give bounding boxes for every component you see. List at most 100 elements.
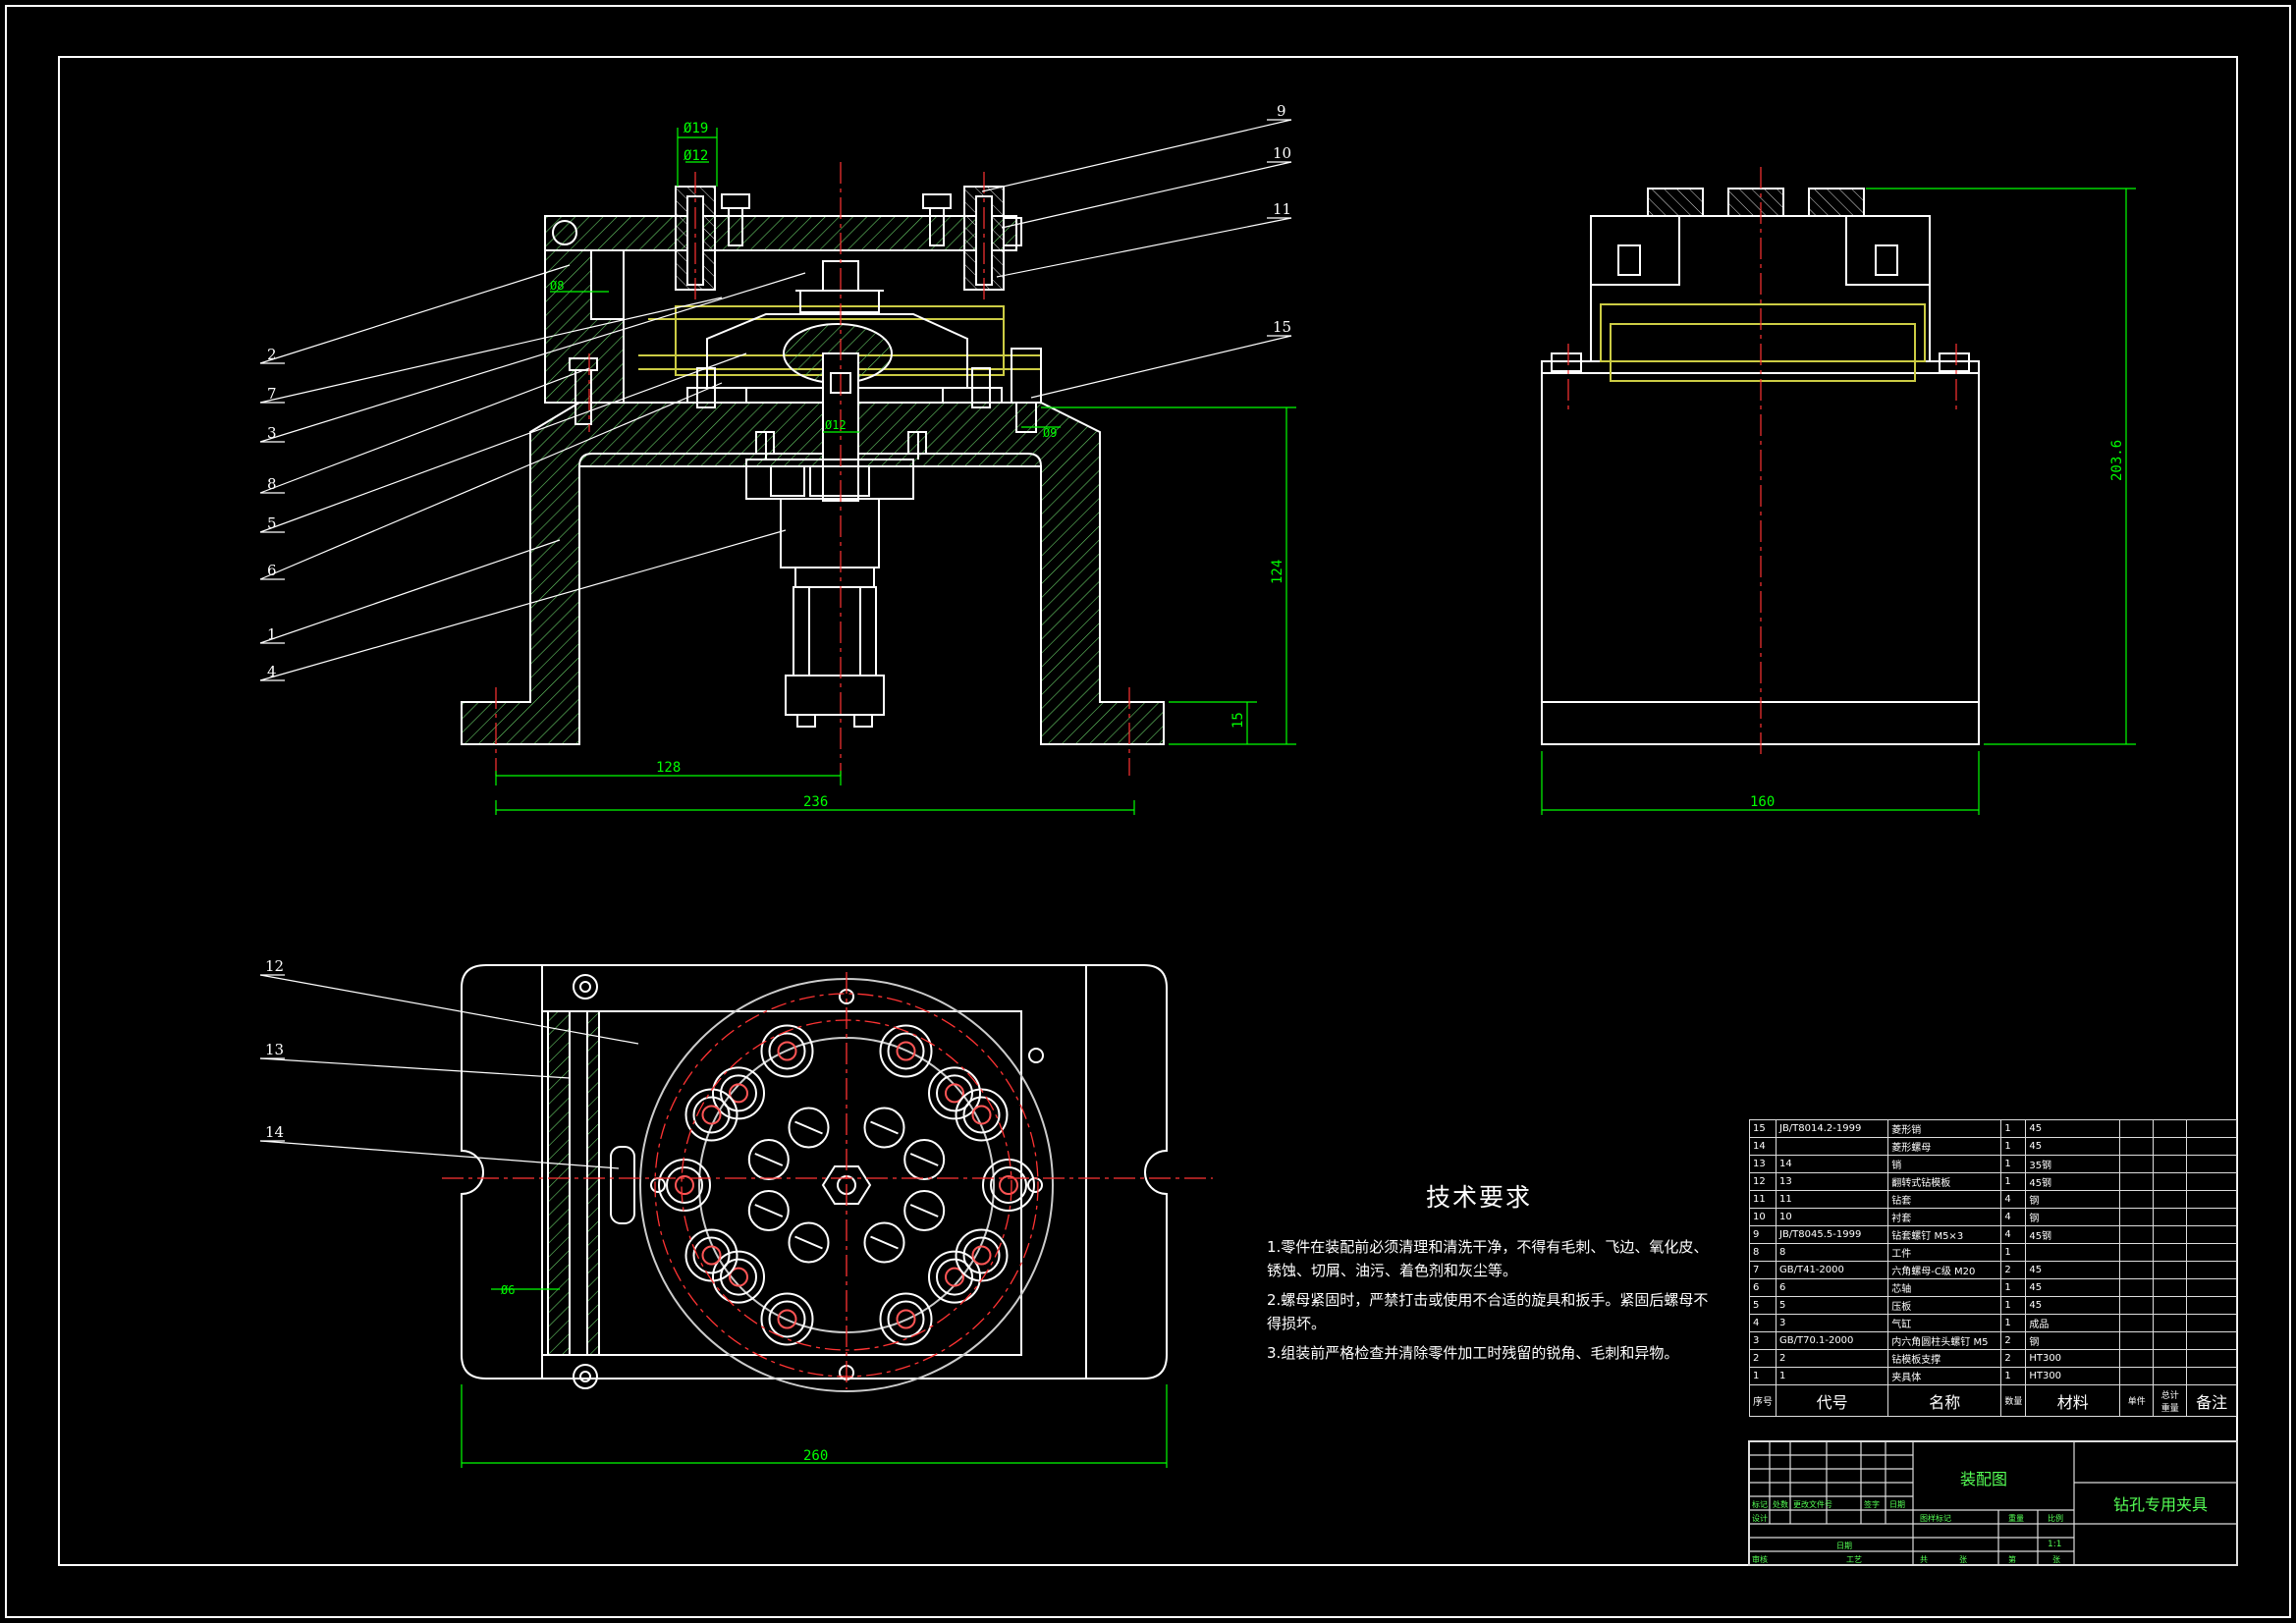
bom-cell: 4 bbox=[1749, 1314, 1777, 1332]
bom-cell: 翻转式钻模板 bbox=[1887, 1172, 2002, 1191]
bom-cell: 钻套 bbox=[1887, 1190, 2002, 1209]
clamp-screw-head bbox=[747, 1190, 790, 1231]
bom-cell bbox=[2153, 1261, 2188, 1279]
bom-cell: 3 bbox=[1775, 1314, 1889, 1332]
bom-cell: 4 bbox=[2000, 1208, 2027, 1226]
bom-cell bbox=[2119, 1225, 2155, 1244]
dimension-lines bbox=[461, 128, 2136, 1468]
bom-cell: 1 bbox=[1775, 1367, 1889, 1385]
callout-3: 3 bbox=[267, 424, 277, 442]
bom-cell bbox=[2153, 1137, 2188, 1156]
bom-cell: 工件 bbox=[1887, 1243, 2002, 1262]
bom-cell: 气缸 bbox=[1887, 1314, 2002, 1332]
bom-cell: 45 bbox=[2025, 1296, 2121, 1315]
bom-cell: HT300 bbox=[2025, 1349, 2121, 1368]
bom-cell: 2 bbox=[2000, 1261, 2027, 1279]
tech-title: 技术要求 bbox=[1426, 1183, 1533, 1212]
dim-d19: Ø19 bbox=[683, 121, 708, 136]
bom-cell: 钻套螺钉 M5×3 bbox=[1887, 1225, 2002, 1244]
dim-d12-mandrel: Ø12 bbox=[825, 418, 847, 432]
bom-cell: 1 bbox=[2000, 1172, 2027, 1191]
bom-cell: 钢 bbox=[2025, 1190, 2121, 1209]
bolt-hole bbox=[1028, 1048, 1044, 1063]
callout-11: 11 bbox=[1273, 200, 1291, 218]
dimension-texts: Ø19 Ø12 Ø8 Ø12 Ø9 Ø6 128 236 124 15 160 … bbox=[501, 121, 2125, 1464]
drill-bushing-ring bbox=[692, 1236, 731, 1274]
bom-cell: 芯轴 bbox=[1887, 1278, 2002, 1297]
bom-cell: 45 bbox=[2025, 1137, 2121, 1156]
tech-item-1: 1.零件在装配前必须清理和清洗干净，不得有毛刺、飞边、氧化皮、锈蚀、切屑、油污、… bbox=[1267, 1238, 1709, 1279]
bom-cell bbox=[2186, 1296, 2237, 1315]
bom-cell bbox=[2119, 1190, 2155, 1209]
bom-cell bbox=[2186, 1243, 2237, 1262]
top-red-circles bbox=[442, 972, 1213, 1389]
side-centerlines bbox=[1567, 167, 1957, 756]
bom-cell bbox=[2186, 1190, 2237, 1209]
tb-label-12: 共 bbox=[1920, 1555, 1928, 1564]
drill-bushing-ring bbox=[982, 1159, 1035, 1212]
bom-header: 序号 代号 名称 数量 材料 单件 总计重量 备注 bbox=[1749, 1384, 2237, 1417]
clamp-screw-head bbox=[863, 1221, 905, 1264]
clamp-screw-head bbox=[747, 1139, 790, 1180]
bom-cell bbox=[2153, 1190, 2188, 1209]
bom-cell: 钢 bbox=[2025, 1331, 2121, 1350]
dim-260: 260 bbox=[803, 1448, 828, 1464]
drill-bushing-ring bbox=[971, 1105, 992, 1125]
front-centerlines bbox=[495, 162, 1130, 776]
screw-slot bbox=[870, 1235, 899, 1250]
bom-cell: 11 bbox=[1749, 1190, 1777, 1209]
drill-bushing-ring bbox=[701, 1105, 722, 1125]
bom-cell: 2 bbox=[2000, 1331, 2027, 1350]
outer-border bbox=[5, 5, 2291, 1618]
clamp-screw-head bbox=[903, 1190, 946, 1231]
bom-cell: 2 bbox=[2000, 1349, 2027, 1368]
callout-6: 6 bbox=[267, 562, 277, 579]
bom-cell: 13 bbox=[1749, 1155, 1777, 1173]
tb-label-7: 工艺 bbox=[1846, 1555, 1862, 1564]
bom-cell: 5 bbox=[1775, 1296, 1889, 1315]
knurled-knob-2 bbox=[1727, 188, 1784, 217]
bom-cell: 1 bbox=[2000, 1314, 2027, 1332]
drill-bushing-ring bbox=[962, 1096, 1001, 1134]
clamp-screw-head bbox=[903, 1139, 946, 1180]
dim-236: 236 bbox=[803, 794, 828, 810]
dim-d8: Ø8 bbox=[550, 279, 564, 293]
bom-cell: HT300 bbox=[2025, 1367, 2121, 1385]
drawing-name: 装配图 bbox=[1960, 1470, 2007, 1488]
bom-cell bbox=[2119, 1137, 2155, 1156]
tb-label-3: 签字 bbox=[1864, 1499, 1880, 1509]
bom-cell: 1 bbox=[2000, 1119, 2027, 1138]
tb-label-0: 标记 bbox=[1752, 1499, 1768, 1509]
bom-cell: 衬套 bbox=[1887, 1208, 2002, 1226]
bom-cell: 钢 bbox=[2025, 1208, 2121, 1226]
bom-cell: 8 bbox=[1775, 1243, 1889, 1262]
cylinder-body bbox=[793, 586, 877, 676]
callout-1: 1 bbox=[267, 625, 277, 643]
product-name: 钻孔专用夹具 bbox=[2113, 1495, 2208, 1514]
bom-cell bbox=[2119, 1331, 2155, 1350]
bom-cell bbox=[2186, 1172, 2237, 1191]
bom-cell bbox=[2186, 1278, 2237, 1297]
bom-cell: 1 bbox=[2000, 1155, 2027, 1173]
top-view bbox=[461, 964, 1168, 1392]
bom-cell bbox=[2186, 1367, 2237, 1385]
dim-d9: Ø9 bbox=[1043, 426, 1057, 440]
drill-bushing-ring bbox=[720, 1258, 757, 1296]
bom-cell bbox=[2119, 1119, 2155, 1138]
bom-cell: 35钢 bbox=[2025, 1155, 2121, 1173]
bom-header-name: 名称 bbox=[1887, 1384, 2002, 1417]
bom-header-material: 材料 bbox=[2025, 1384, 2121, 1417]
tb-label-11: 比例 bbox=[2048, 1513, 2063, 1523]
callout-4: 4 bbox=[267, 663, 277, 680]
tech-requirements: 技术要求 1.零件在装配前必须清理和清洗干净，不得有毛刺、飞边、氧化皮、锈蚀、切… bbox=[1267, 1178, 1719, 1371]
drill-bushing-ring bbox=[768, 1032, 806, 1070]
bom-cell bbox=[2119, 1296, 2155, 1315]
